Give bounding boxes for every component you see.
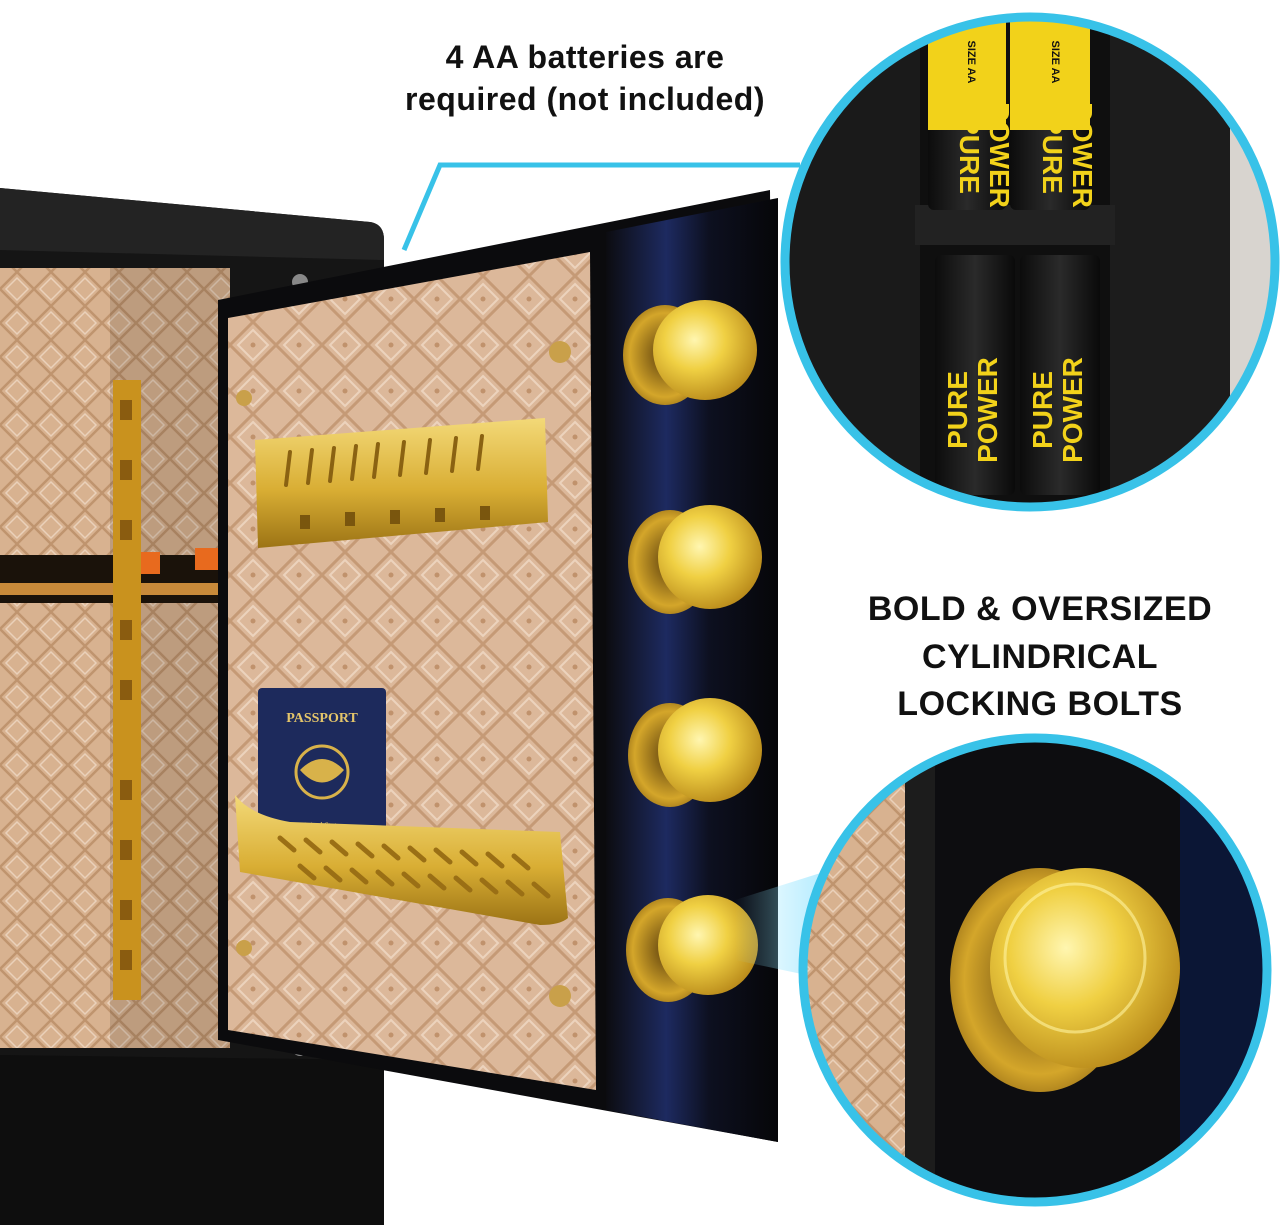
locking-bolt [628,505,762,614]
battery-brand-label: PURE [1027,371,1058,449]
battery-cell: SIZE AA PURE POWER [928,20,1015,210]
battery-brand-label: POWER [972,357,1003,463]
locking-bolts-caption: BOLD & OVERSIZED CYLINDRICAL LOCKING BOL… [820,586,1260,729]
caption-line: CYLINDRICAL [922,637,1158,676]
battery-cell: PURE POWER [1020,255,1100,495]
battery-brand-label: PURE [942,371,973,449]
callout-ring [780,12,1280,512]
battery-callout: SIZE AA PURE POWER SIZE AA PURE POWER PU… [780,12,1280,512]
safe-interior [0,268,230,1048]
door-lining [228,252,596,1090]
document-pocket [235,795,568,925]
locking-bolts [623,300,762,1002]
eagle-seal-icon [294,744,350,800]
battery-brand-label: POWER [1057,357,1088,463]
battery-cell: PURE POWER [935,255,1015,495]
battery-brand-label: POWER [984,102,1015,208]
battery-size-label: SIZE AA [1049,41,1061,84]
battery-brand-label: PURE [954,116,985,194]
battery-brand-label: PURE [1037,116,1068,194]
key-holder-rack [255,418,548,548]
caption-line: LOCKING BOLTS [897,685,1183,724]
bolt-callout [798,733,1272,1207]
locking-bolt [623,300,757,405]
battery-cell: SIZE AA PURE POWER [1010,20,1098,210]
battery-brand-label: POWER [1067,102,1098,208]
locking-bolt [626,895,758,1002]
caption-line: required (not included) [405,80,765,117]
callout-ring [798,733,1272,1207]
locking-bolt [628,698,762,807]
passport: PASSPORT United States [258,688,386,838]
battery-requirement-caption: 4 AA batteries are required (not include… [360,37,810,120]
battery-size-label: SIZE AA [965,41,977,84]
passport-title: PASSPORT [286,711,358,726]
callout-connector [401,162,800,251]
caption-line: 4 AA batteries are [445,39,725,75]
caption-line: BOLD & OVERSIZED [867,590,1213,628]
